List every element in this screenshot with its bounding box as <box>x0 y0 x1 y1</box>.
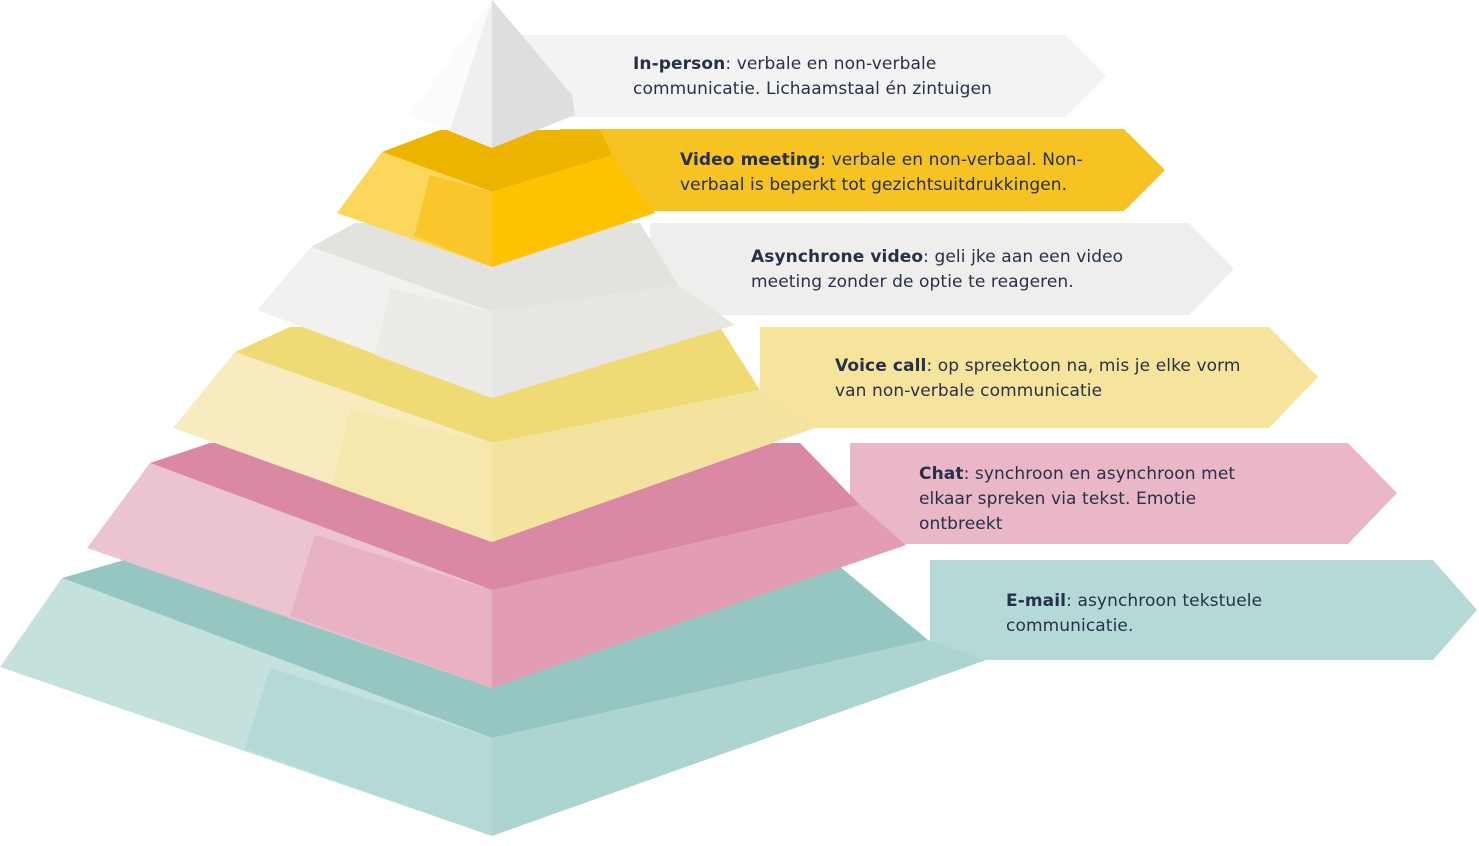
label-e-mail-title: E-mail <box>1006 591 1067 611</box>
label-arrows <box>520 35 1477 660</box>
tier-in-person-left-shade <box>450 0 492 148</box>
label-asynchrone-video-title: Asynchrone video <box>751 247 924 267</box>
arrow-voice-call <box>760 327 1318 428</box>
label-video-meeting-title: Video meeting <box>680 150 821 170</box>
label-chat: Chat: synchroon en asynchroon met elkaar… <box>919 462 1279 537</box>
tier-video-meeting-top <box>382 130 612 192</box>
tier-asynchrone-video-right-face <box>492 285 735 398</box>
label-in-person-title: In-person <box>633 54 726 74</box>
pyramid-tiers <box>0 0 986 836</box>
tier-asynchrone-video <box>257 223 735 398</box>
tier-chat-left-shade <box>290 535 492 688</box>
tier-voice-call-right-face <box>492 390 815 542</box>
label-video-meeting-text: : verbale en non-verbaal. Non-verbaal is… <box>680 150 1083 195</box>
label-in-person: In-person: verbale en non-verbale commun… <box>633 52 1053 102</box>
arrow-in-person <box>520 35 1106 117</box>
tier-e-mail-right-face <box>492 640 986 836</box>
label-e-mail: E-mail: asynchroon tekstuele communicati… <box>1006 589 1306 639</box>
label-voice-call-title: Voice call <box>835 356 927 376</box>
arrow-e-mail <box>930 560 1477 660</box>
label-asynchrone-video-text: : geli jke aan een video meeting zonder … <box>751 247 1124 292</box>
tier-video-meeting <box>337 130 655 267</box>
arrow-video-meeting <box>560 129 1165 211</box>
label-chat-title: Chat <box>919 464 964 484</box>
label-in-person-text: : verbale en non-verbale communicatie. L… <box>633 54 992 99</box>
tier-video-meeting-left-shade <box>414 175 492 267</box>
label-video-meeting: Video meeting: verbale en non-verbaal. N… <box>680 148 1130 198</box>
tier-e-mail-left-shade <box>245 668 492 836</box>
tier-voice-call-left-shade <box>332 408 492 542</box>
arrow-chat <box>850 443 1397 544</box>
tier-video-meeting-right-face <box>492 155 655 267</box>
label-voice-call: Voice call: op spreektoon na, mis je elk… <box>835 354 1275 404</box>
label-e-mail-text: : asynchroon tekstuele communicatie. <box>1006 591 1263 636</box>
label-chat-text: : synchroon en asynchroon met elkaar spr… <box>919 464 1236 534</box>
tier-asynchrone-video-top <box>311 223 678 312</box>
tier-in-person-right-face <box>492 0 575 148</box>
label-voice-call-text: : op spreektoon na, mis je elke vorm van… <box>835 356 1241 401</box>
arrow-asynchrone-video <box>650 223 1234 315</box>
tier-in-person <box>410 0 575 148</box>
tier-chat-right-face <box>492 505 906 688</box>
tier-asynchrone-video-left-shade <box>375 288 492 398</box>
label-asynchrone-video: Asynchrone video: geli jke aan een video… <box>751 245 1171 295</box>
